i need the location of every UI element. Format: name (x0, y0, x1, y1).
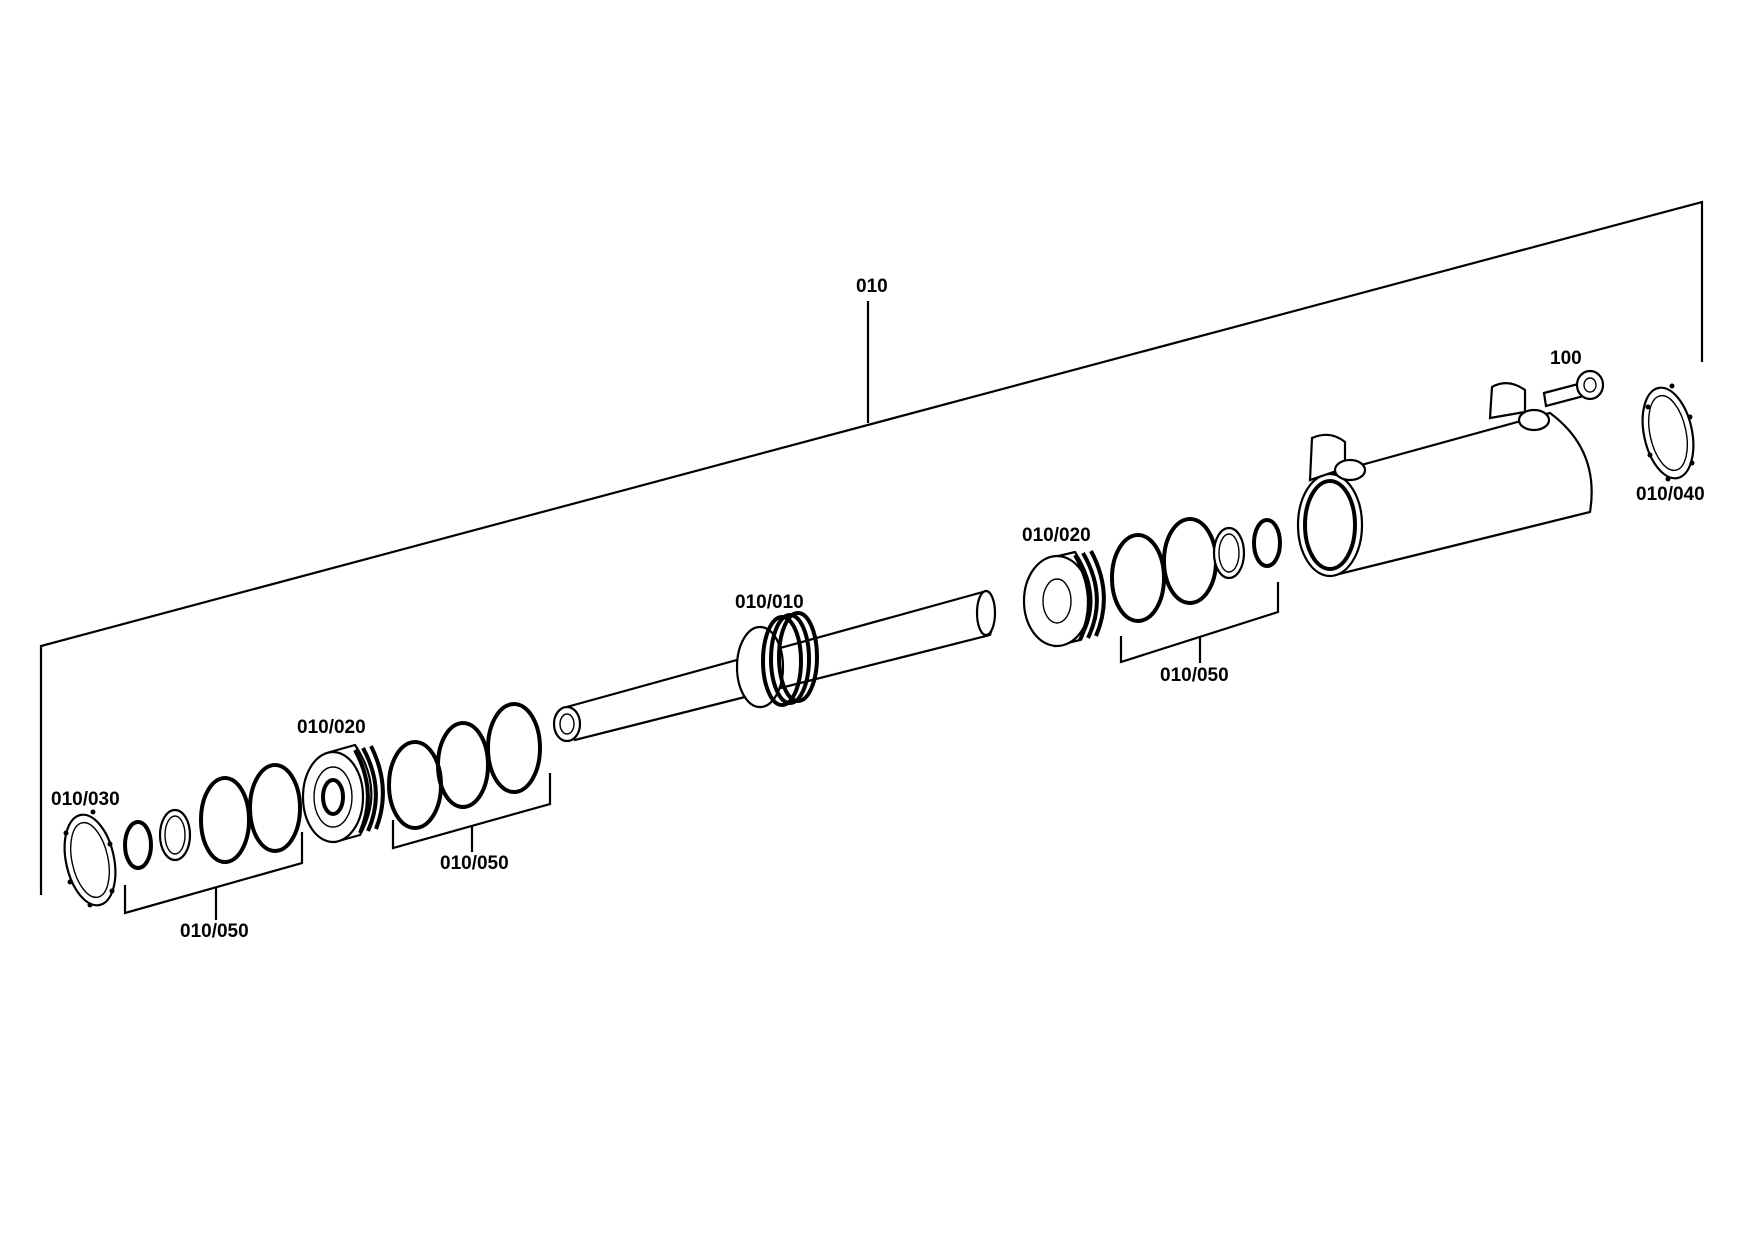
piston-left (301, 743, 385, 844)
assembly-bracket (39, 200, 1704, 895)
label-retaining-ring-right: 010/040 (1636, 484, 1705, 505)
label-assembly: 010 (856, 276, 888, 297)
label-piston-left: 010/020 (297, 717, 366, 738)
cylinder-tube (1296, 382, 1593, 578)
piston-rod (552, 589, 997, 743)
label-seal-kit-mid-left: 010/050 (440, 853, 509, 874)
label-piston-right: 010/020 (1022, 525, 1091, 546)
label-screw: 100 (1550, 348, 1582, 369)
label-seal-kit-right: 010/050 (1160, 665, 1229, 686)
retaining-ring-left (63, 809, 117, 908)
seal-set-right (1110, 517, 1282, 623)
label-retaining-ring-left: 010/030 (51, 789, 120, 810)
retaining-ring-right (1641, 383, 1695, 482)
screw (1542, 369, 1605, 408)
label-seal-kit-far-left: 010/050 (180, 921, 249, 942)
seal-set-mid-left (387, 702, 542, 830)
label-piston-rod: 010/010 (735, 592, 804, 613)
piston-right (1022, 550, 1106, 648)
seal-set-far-left (123, 763, 302, 870)
seal-kit-brackets (123, 582, 1280, 920)
